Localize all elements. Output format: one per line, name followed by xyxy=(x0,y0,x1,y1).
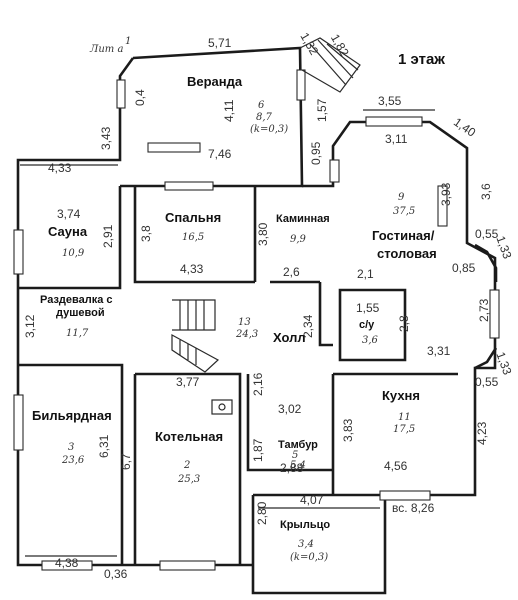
room-kitchen-area: 17,5 xyxy=(393,424,415,435)
inner-walls xyxy=(18,184,458,565)
dim-377: 3,77 xyxy=(176,375,200,389)
dim-374: 3,74 xyxy=(57,207,81,221)
room-bedroom-area: 16,5 xyxy=(182,232,204,243)
dim-355: 3,55 xyxy=(378,94,402,108)
dim-055a: 0,55 xyxy=(475,227,499,241)
dim-746: 7,46 xyxy=(208,147,232,161)
room-wc-name: с/у xyxy=(359,319,375,331)
dim-38: 3,8 xyxy=(139,225,153,242)
room-billiard-number: 3 xyxy=(68,442,74,453)
room-tambour-name: Тамбур xyxy=(278,439,318,451)
room-sauna-area: 10,9 xyxy=(62,248,85,259)
lit-label: Лит а xyxy=(89,44,123,55)
dim-280: 2,80 xyxy=(255,501,269,525)
room-billiard-area: 23,6 xyxy=(61,455,85,466)
dim-438: 4,38 xyxy=(55,556,79,570)
top-stairs xyxy=(299,37,361,93)
room-hall-area: 24,3 xyxy=(235,329,258,340)
room-hall-name: Холл xyxy=(273,330,306,345)
dim-631: 6,31 xyxy=(97,434,111,458)
room-porch-area: (k=0,3) xyxy=(290,552,328,563)
floor-label: 1 этаж xyxy=(398,51,445,68)
lit-number: 1 xyxy=(125,36,131,47)
room-veranda-number: 6 xyxy=(258,100,265,111)
dim-273: 2,73 xyxy=(477,298,491,322)
room-wc-area: 3,6 xyxy=(362,335,379,346)
room-dressing-area: 11,7 xyxy=(66,328,89,339)
room-kitchen-name: Кухня xyxy=(382,388,420,403)
room-veranda-name: Веранда xyxy=(187,74,243,89)
room-hall-number: 13 xyxy=(238,317,251,328)
dim-155: 1,55 xyxy=(356,301,380,315)
dim-383: 3,83 xyxy=(341,418,355,442)
room-dressing-name-2: душевой xyxy=(56,307,105,319)
dim-288: 2,88 xyxy=(280,461,304,475)
dim-055b: 0,55 xyxy=(475,375,499,389)
dim-380: 3,80 xyxy=(256,222,270,246)
dimension-lines xyxy=(20,109,435,557)
dim-312: 3,12 xyxy=(23,314,37,338)
dim-133b: 1,33 xyxy=(493,350,514,377)
windows xyxy=(13,69,500,571)
dim-26: 2,6 xyxy=(283,265,300,279)
room-dressing-name-1: Раздевалка с xyxy=(40,294,113,306)
room-fireplace-name: Каминная xyxy=(276,213,330,225)
room-porch-name: Крыльцо xyxy=(280,519,330,531)
boiler-unit xyxy=(211,399,233,415)
dim-343: 3,43 xyxy=(99,126,113,150)
room-boiler-area: 25,3 xyxy=(177,474,200,485)
room-fireplace-area: 9,9 xyxy=(290,234,307,245)
dim-291: 2,91 xyxy=(101,224,115,248)
dim-331: 3,31 xyxy=(427,344,451,358)
dim-311: 3,11 xyxy=(385,132,408,146)
dim-36: 3,6 xyxy=(479,183,493,200)
room-boiler-number: 2 xyxy=(183,460,190,471)
dim-423: 4,23 xyxy=(475,421,489,445)
dim-216: 2,16 xyxy=(251,372,265,396)
interior-stairs xyxy=(171,299,220,373)
dim-433a: 4,33 xyxy=(48,161,72,175)
dim-67: 6,7 xyxy=(119,453,133,470)
dim-085: 0,85 xyxy=(452,261,476,275)
dim-095: 0,95 xyxy=(309,141,323,165)
dim-407: 4,07 xyxy=(300,493,324,507)
room-living-name-1: Гостиная/ xyxy=(372,228,435,243)
dim-302: 3,02 xyxy=(278,402,302,416)
room-living-area: 37,5 xyxy=(393,206,415,217)
dim-433b: 4,33 xyxy=(180,262,204,276)
room-boiler-name: Котельная xyxy=(155,429,223,444)
room-sauna-name: Сауна xyxy=(48,224,88,239)
dim-571: 5,71 xyxy=(208,36,232,50)
room-kitchen-number: 11 xyxy=(398,412,411,423)
room-living-number: 9 xyxy=(398,192,405,203)
dim-04: 0,4 xyxy=(133,89,147,106)
room-billiard-name: Бильярдная xyxy=(32,408,112,423)
dim-393: 3,93 xyxy=(439,182,453,206)
room-porch-number: 3,4 xyxy=(298,539,314,550)
dim-036: 0,36 xyxy=(104,567,128,581)
dim-411: 4,11 xyxy=(222,99,236,122)
dim-28: 2,8 xyxy=(397,315,411,332)
dim-157: 1,57 xyxy=(315,98,329,122)
room-veranda-area: 8,7 xyxy=(256,112,273,123)
dim-456: 4,56 xyxy=(384,459,408,473)
room-tambour-number: 5 xyxy=(292,450,298,461)
bay-window xyxy=(474,243,498,370)
room-veranda-coef: (k=0,3) xyxy=(250,124,288,135)
dim-133a: 1,33 xyxy=(493,234,514,261)
dim-21: 2,1 xyxy=(357,267,374,281)
dim-187: 1,87 xyxy=(251,438,265,462)
dim-140: 1,40 xyxy=(451,115,478,140)
room-living-name-2: столовая xyxy=(377,246,437,261)
dim-826: вс. 8,26 xyxy=(392,501,435,515)
room-tambour-area: 5,4 xyxy=(290,460,306,471)
room-bedroom-name: Спальня xyxy=(165,210,221,225)
dim-234: 2,34 xyxy=(301,314,315,338)
